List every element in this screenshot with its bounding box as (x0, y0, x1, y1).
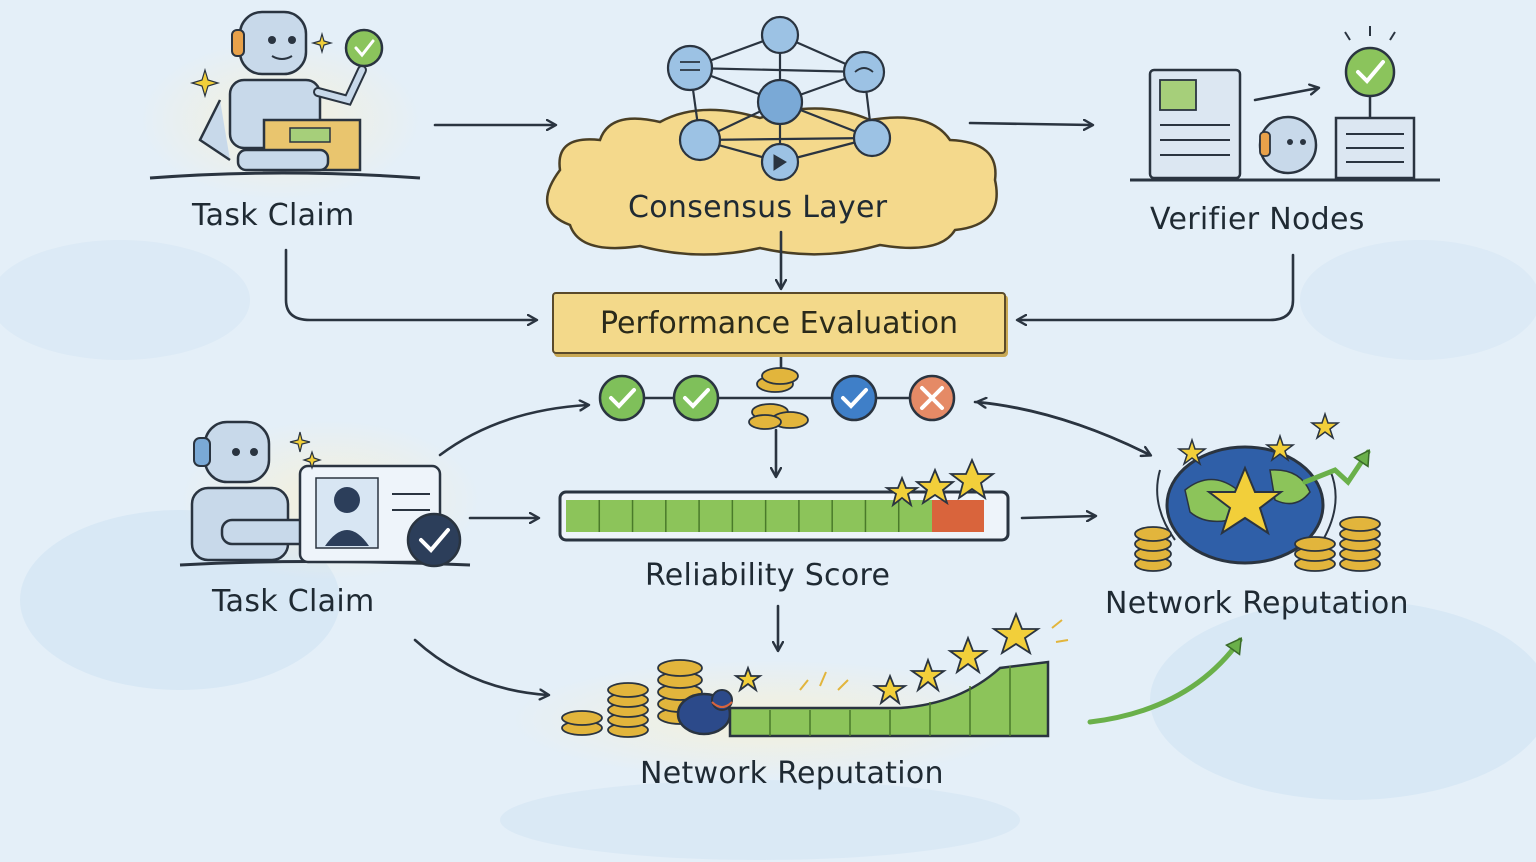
verifier-robot-icon (1258, 115, 1318, 175)
id-card-icon (298, 464, 442, 564)
sparkle-icon-bottom-left (289, 431, 322, 470)
check-icon-1 (598, 374, 646, 422)
score-end-segment (932, 500, 984, 532)
sparkle-icon-verifier (1344, 26, 1396, 41)
sparkle-icon-top-left (189, 31, 334, 99)
arrow-claim-to-status (438, 405, 588, 457)
coin-stack-icon-center (748, 367, 809, 430)
server-icon (1130, 68, 1440, 182)
network-graph-icon (666, 15, 892, 182)
trend-arrow-icon (1302, 449, 1371, 486)
growth-bar-chart (728, 660, 1050, 738)
check-icon-2 (672, 374, 720, 422)
reliability-score-label: Reliability Score (645, 558, 891, 593)
arrow-server-to-check (1253, 88, 1318, 102)
arrow-verifier-to-evaluation (1018, 253, 1295, 320)
check-icon-3 (830, 374, 878, 422)
arrow-task-to-evaluation (284, 248, 536, 320)
network-reputation-label-right: Network Reputation (1105, 586, 1409, 621)
green-growth-arrow (1087, 637, 1243, 725)
check-icon-verifier (1344, 46, 1396, 118)
star-icon-growth (733, 611, 1041, 706)
cloud-shape (545, 107, 998, 256)
mascot-icon (676, 689, 733, 736)
network-reputation-label-bottom: Network Reputation (640, 756, 944, 791)
status-indicator-row (598, 367, 956, 430)
arrow-consensus-to-verifier (968, 123, 1092, 125)
reliability-score-bar (558, 490, 1010, 542)
score-ticks (598, 500, 900, 532)
verifier-nodes-label: Verifier Nodes (1150, 202, 1365, 237)
arrow-score-to-reputation (1020, 516, 1095, 518)
performance-evaluation-banner: Performance Evaluation (552, 292, 1006, 354)
star-icon-score (884, 457, 996, 508)
arrow-claim-to-network (413, 638, 548, 695)
globe-icon (1156, 445, 1337, 565)
task-claim-label-top: Task Claim (192, 198, 355, 233)
robot-icon-top (149, 10, 421, 180)
star-icon-reputation (1176, 411, 1341, 467)
cross-icon (908, 374, 956, 422)
sparkle-icon-growth (799, 619, 1069, 691)
performance-evaluation-label: Performance Evaluation (600, 305, 958, 341)
flow-arrows (284, 88, 1318, 695)
score-fill (566, 500, 932, 532)
task-claim-label-bottom: Task Claim (212, 584, 375, 619)
coin-stack-icon-reputation (1134, 516, 1381, 572)
check-badge-icon (406, 512, 462, 568)
consensus-layer-label: Consensus Layer (628, 190, 888, 225)
